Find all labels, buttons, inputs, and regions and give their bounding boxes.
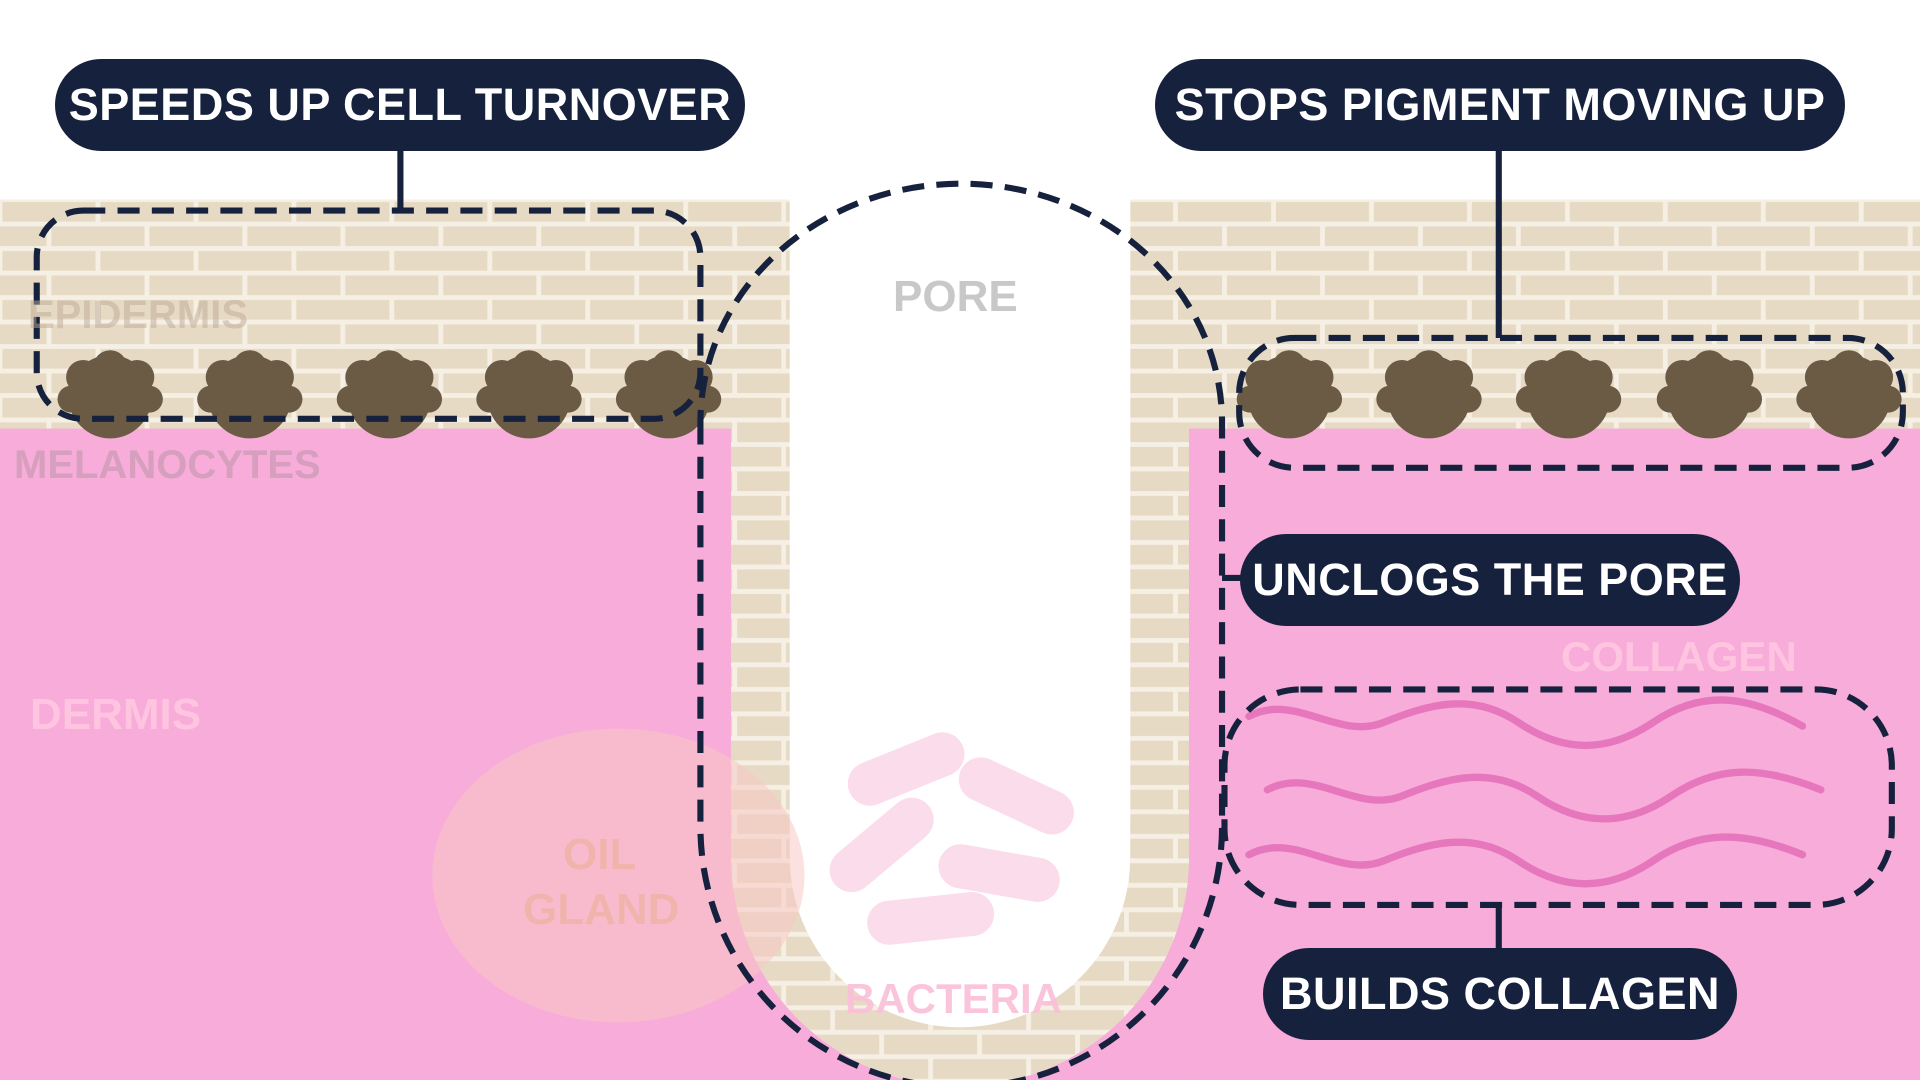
oil-gland — [432, 728, 805, 1023]
pigment-outline — [1236, 334, 1906, 471]
bacteria-cluster — [829, 732, 1074, 945]
melanocyte-cell-icon — [1376, 350, 1482, 439]
label-oil-gland-line1: OIL — [563, 830, 637, 879]
pore-lining — [731, 857, 1189, 1080]
callout-unclog: UNCLOGS THE PORE — [1240, 534, 1740, 626]
bacteria-rod-icon — [958, 757, 1074, 835]
collagen-fiber-wave — [1245, 696, 1807, 749]
bacteria-rod-icon — [938, 844, 1060, 902]
melanocyte-cell-icon — [1515, 350, 1622, 439]
label-epidermis: EPIDERMIS — [28, 293, 249, 337]
melanocyte-cell-icon — [1236, 350, 1343, 439]
callout-cell-turnover: SPEEDS UP CELL TURNOVER — [55, 59, 745, 151]
bacteria-rod-icon — [867, 891, 995, 945]
collagen-outline — [1221, 686, 1895, 908]
bacteria-rod-icon — [847, 732, 965, 806]
collagen-fibers — [1245, 696, 1825, 888]
callout-pigment: STOPS PIGMENT MOVING UP — [1155, 59, 1845, 151]
label-pore: PORE — [893, 272, 1018, 321]
connector-lines — [397, 144, 1502, 953]
label-bacteria: BACTERIA — [845, 975, 1062, 1022]
collagen-fiber-wave — [1263, 768, 1825, 823]
melanocyte-cell-icon — [1796, 350, 1902, 439]
label-oil-gland-line2: GLAND — [523, 885, 680, 934]
pore-outline — [697, 180, 1226, 1080]
label-melanocytes: MELANOCYTES — [14, 443, 321, 487]
collagen-fiber-wave — [1245, 833, 1807, 888]
turnover-outline — [33, 207, 704, 422]
label-collagen: COLLAGEN — [1561, 633, 1797, 680]
bacteria-rod-icon — [829, 797, 934, 893]
dashed-outlines — [33, 180, 1906, 1080]
callout-collagen: BUILDS COLLAGEN — [1263, 948, 1737, 1040]
melanocyte-cell-icon — [1656, 350, 1763, 439]
label-dermis: DERMIS — [30, 690, 202, 739]
